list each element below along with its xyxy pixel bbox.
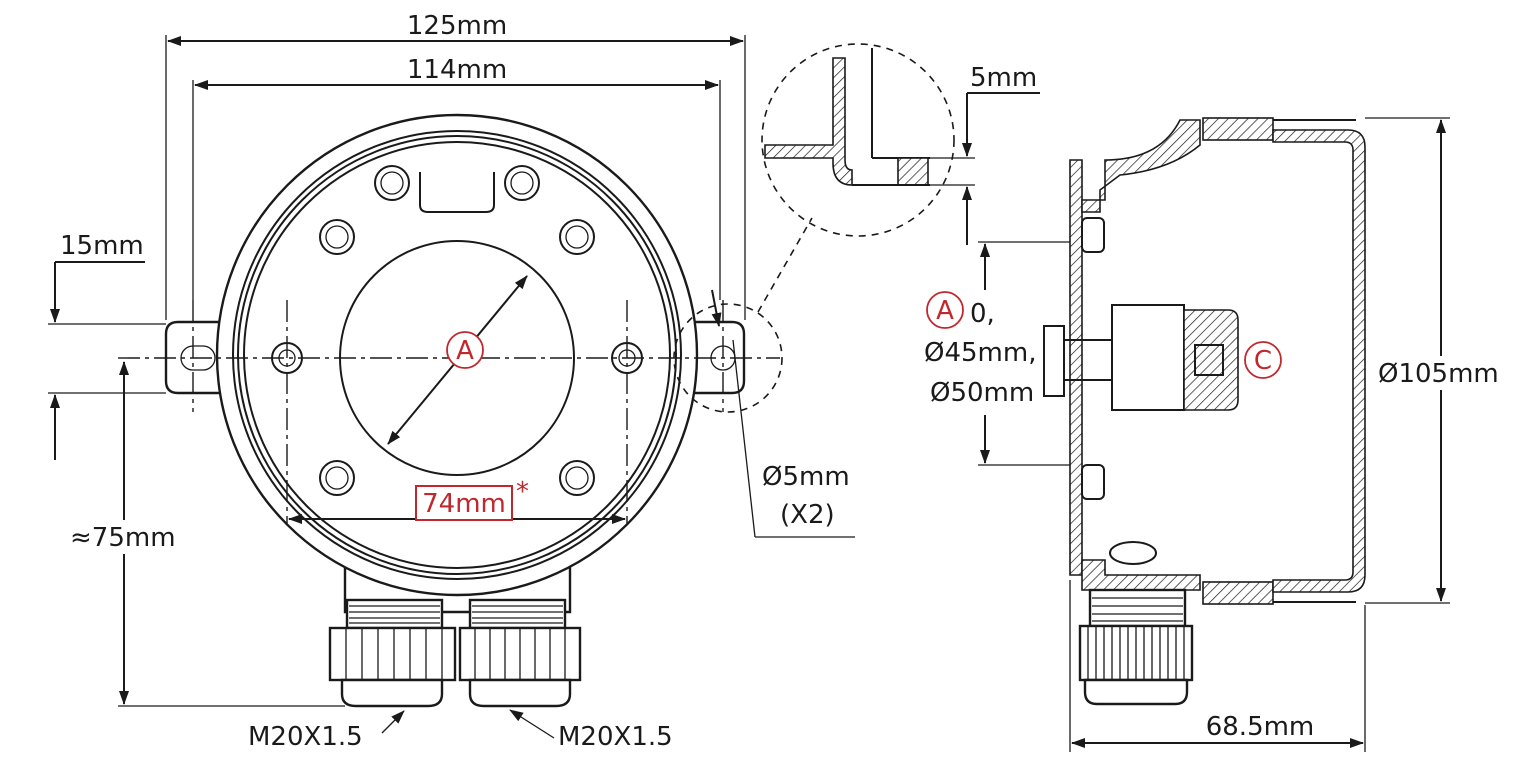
dim-75-label: ≈75mm xyxy=(70,523,176,553)
mounting-tab-right xyxy=(688,320,746,395)
top-boss xyxy=(419,172,495,213)
callout-a-side-circle xyxy=(926,291,964,329)
cable-gland-right xyxy=(458,598,582,708)
callout-a-front: A xyxy=(456,336,474,366)
dim-114-label: 114mm xyxy=(407,55,507,85)
dim-125-label: 125mm xyxy=(407,11,507,41)
housing-ring-2 xyxy=(237,135,677,575)
callout-c-circle xyxy=(1244,341,1282,379)
base-collar-top xyxy=(1081,119,1201,213)
dome-cover xyxy=(1272,129,1366,593)
dim-74-label: 74mm xyxy=(422,489,506,519)
front-view: A xyxy=(48,11,1040,752)
detail-view xyxy=(761,43,955,237)
thread-ring-bottom xyxy=(1202,581,1274,605)
hole-count-label: (X2) xyxy=(780,500,835,530)
side-view: C A 0, Ø45mm, Ø50mm Ø105mm 68.5mm xyxy=(924,117,1508,752)
dim-105-label: Ø105mm xyxy=(1378,359,1499,389)
callout-a-circle xyxy=(446,331,484,369)
dim-15-label: 15mm xyxy=(60,231,144,261)
opt-a-line1: 0, xyxy=(970,299,995,329)
dim-68-label: 68.5mm xyxy=(1206,712,1315,742)
terminal-block xyxy=(1111,304,1185,411)
housing-ring-1 xyxy=(232,130,682,580)
cable-gland-left xyxy=(328,598,457,708)
callout-a-side: A xyxy=(936,296,954,326)
gland-right-label: M20X1.5 xyxy=(558,722,673,752)
detail-leader xyxy=(757,217,813,313)
screw-bosses xyxy=(319,165,595,496)
detail-marker-circle xyxy=(673,303,783,413)
hole-size-label: Ø5mm xyxy=(762,462,850,492)
gland-left-label: M20X1.5 xyxy=(248,722,363,752)
dim-74-box xyxy=(415,485,513,521)
callout-c: C xyxy=(1254,346,1272,376)
base-collar-bottom xyxy=(1081,559,1201,591)
housing-ring-3 xyxy=(243,141,671,569)
opt-a-line3: Ø50mm xyxy=(930,378,1034,408)
dim-5-label: 5mm xyxy=(970,63,1037,93)
opt-a-line2: Ø45mm, xyxy=(924,338,1036,368)
thread-ring-top xyxy=(1202,117,1274,141)
base-flange xyxy=(1069,159,1083,576)
dim-74-asterisk: * xyxy=(516,477,529,507)
terminal-clamp xyxy=(1183,309,1239,411)
